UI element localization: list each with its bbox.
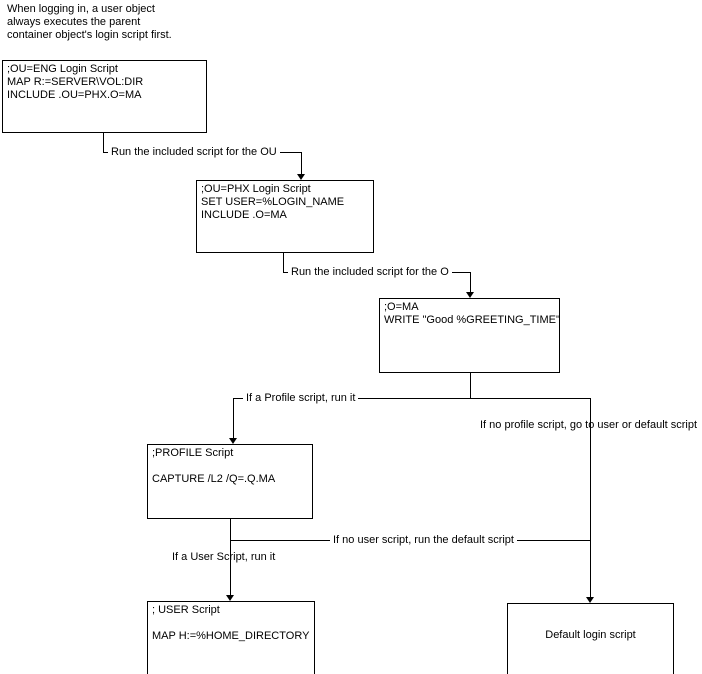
script-line: Default login script bbox=[545, 629, 636, 641]
arrow-down-icon bbox=[466, 292, 474, 298]
arrow-down-icon bbox=[226, 595, 234, 601]
ou-phx-script-box: ;OU=PHX Login Script SET USER=%LOGIN_NAM… bbox=[196, 180, 374, 253]
script-line: ;PROFILE Script bbox=[152, 447, 234, 459]
profile-script-box: ;PROFILE Script CAPTURE /L2 /Q=.Q.MA bbox=[147, 444, 313, 519]
script-line: INCLUDE .OU=PHX.O=MA bbox=[7, 89, 142, 101]
script-line: MAP H:=%HOME_DIRECTORY bbox=[152, 630, 310, 642]
intro-line: container object's login script first. bbox=[7, 29, 172, 41]
connector-line bbox=[283, 253, 284, 272]
connector-line bbox=[233, 398, 234, 438]
intro-line: When logging in, a user object bbox=[7, 3, 155, 15]
connector-line bbox=[470, 373, 471, 398]
intro-text: When logging in, a user object always ex… bbox=[7, 3, 172, 42]
label-if-profile-script: If a Profile script, run it bbox=[243, 392, 359, 404]
connector-line bbox=[103, 133, 104, 152]
script-line: CAPTURE /L2 /Q=.Q.MA bbox=[152, 473, 276, 485]
label-if-user-script: If a User Script, run it bbox=[172, 551, 276, 563]
script-line: ;O=MA bbox=[384, 301, 419, 313]
ou-eng-script-box: ;OU=ENG Login Script MAP R:=SERVER\VOL:D… bbox=[2, 60, 207, 133]
connector-line bbox=[230, 519, 231, 595]
script-line: SET USER=%LOGIN_NAME bbox=[201, 196, 345, 208]
user-script-box: ; USER Script MAP H:=%HOME_DIRECTORY bbox=[147, 601, 315, 674]
script-line: ; USER Script bbox=[152, 604, 220, 616]
intro-line: always executes the parent bbox=[7, 16, 141, 28]
script-line: ;OU=ENG Login Script bbox=[7, 63, 118, 75]
connector-line bbox=[470, 272, 471, 292]
label-if-no-user-script: If no user script, run the default scrip… bbox=[330, 534, 517, 546]
label-run-included-script-o: Run the included script for the O bbox=[288, 266, 452, 278]
default-script-box: Default login script bbox=[507, 603, 674, 674]
arrow-down-icon bbox=[229, 438, 237, 444]
label-if-no-profile-script: If no profile script, go to user or defa… bbox=[480, 419, 698, 431]
script-line: WRITE "Good %GREETING_TIME" bbox=[384, 314, 560, 326]
arrow-down-icon bbox=[586, 597, 594, 603]
script-line: INCLUDE .O=MA bbox=[201, 209, 287, 221]
o-ma-script-box: ;O=MA WRITE "Good %GREETING_TIME" bbox=[379, 298, 560, 373]
label-run-included-script-ou: Run the included script for the OU bbox=[108, 146, 280, 158]
arrow-down-icon bbox=[297, 174, 305, 180]
connector-line bbox=[233, 398, 591, 399]
script-line: MAP R:=SERVER\VOL:DIR bbox=[7, 76, 144, 88]
script-line: ;OU=PHX Login Script bbox=[201, 183, 311, 195]
connector-line bbox=[301, 152, 302, 174]
connector-line bbox=[590, 398, 591, 597]
